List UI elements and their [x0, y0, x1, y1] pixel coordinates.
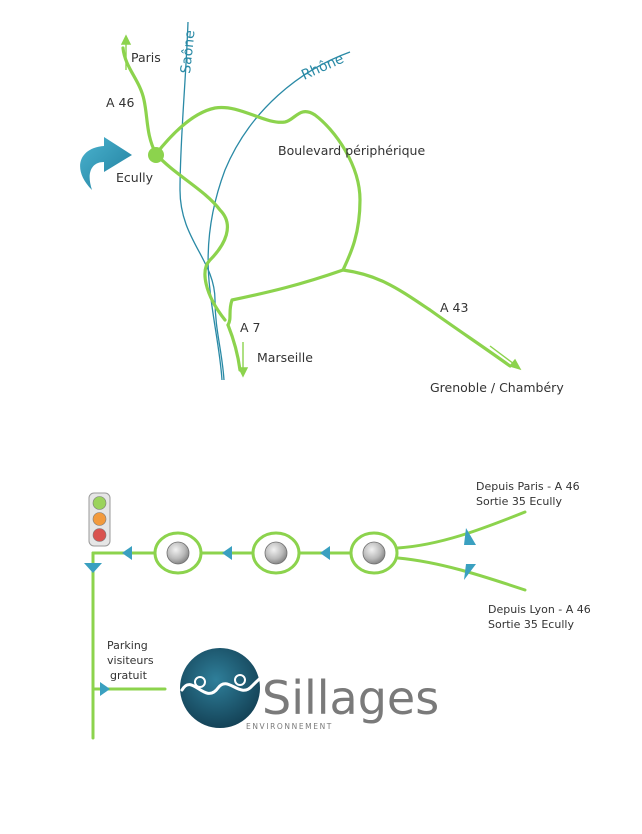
- arrow-down-icon: [84, 563, 102, 573]
- label-rhone-river: Rhône: [299, 51, 346, 84]
- roundabout-2: [251, 531, 301, 575]
- arrow-entry-paris-icon: [464, 528, 476, 545]
- rhone-river: [207, 51, 351, 381]
- arrow-entry-lyon-icon: [464, 564, 476, 580]
- label-a43: A 43: [440, 300, 468, 315]
- a43-road: [341, 268, 512, 368]
- label-saone-river: Saône: [178, 29, 198, 74]
- ecully-connector-road: [154, 152, 230, 322]
- sillages-logo: Sillages ENVIRONNEMENT: [180, 648, 439, 731]
- label-a46: A 46: [106, 95, 134, 110]
- from-paris-branch: [396, 510, 527, 550]
- top-map: Paris A 46 Ecully Boulevard périphérique…: [80, 21, 564, 395]
- saone-river: [179, 21, 225, 381]
- label-from-paris: Depuis Paris - A 46: [476, 480, 580, 493]
- a7-road: [226, 323, 242, 372]
- arrow-left-icon: [122, 546, 132, 560]
- label-ecully: Ecully: [116, 170, 154, 185]
- label-parking-free: gratuit: [110, 669, 148, 682]
- a46-north-road: [121, 46, 158, 156]
- paris-arrowhead: [120, 34, 132, 45]
- from-lyon-branch: [396, 556, 527, 592]
- roundabout-3: [349, 531, 399, 575]
- bottom-map: Depuis Paris - A 46 Sortie 35 Ecully Dep…: [84, 480, 591, 740]
- roundabout-icon: [264, 541, 288, 565]
- boulevard-peripherique-road: [154, 105, 362, 327]
- arrow-left-icon: [222, 546, 232, 560]
- arrow-right-icon: [100, 682, 110, 696]
- label-from-lyon: Depuis Lyon - A 46: [488, 603, 591, 616]
- traffic-light-icon: [88, 492, 111, 547]
- arrow-left-icon: [320, 546, 330, 560]
- label-paris: Paris: [131, 50, 161, 65]
- logo-emblem: [180, 648, 260, 728]
- grenoble-arrowhead: [508, 358, 522, 371]
- logo-name: Sillages: [262, 671, 439, 725]
- roundabout-icon: [362, 541, 386, 565]
- label-parking: Parking: [107, 639, 148, 652]
- label-from-paris-exit: Sortie 35 Ecully: [476, 495, 562, 508]
- label-parking-visitors: visiteurs: [107, 654, 154, 667]
- marseille-arrowhead: [237, 367, 249, 378]
- label-marseille: Marseille: [257, 350, 313, 365]
- curved-arrow-icon: [80, 137, 132, 190]
- label-a7: A 7: [240, 320, 260, 335]
- label-from-lyon-exit: Sortie 35 Ecully: [488, 618, 574, 631]
- logo-tagline: ENVIRONNEMENT: [246, 722, 333, 731]
- logo-wave: [180, 670, 270, 695]
- roundabout-icon: [166, 541, 190, 565]
- ecully-marker: [148, 147, 164, 163]
- grenoble-direction-arrow: [489, 345, 515, 365]
- roundabout-1: [153, 531, 203, 575]
- label-grenoble: Grenoble / Chambéry: [430, 380, 564, 395]
- label-boulevard: Boulevard périphérique: [278, 143, 425, 158]
